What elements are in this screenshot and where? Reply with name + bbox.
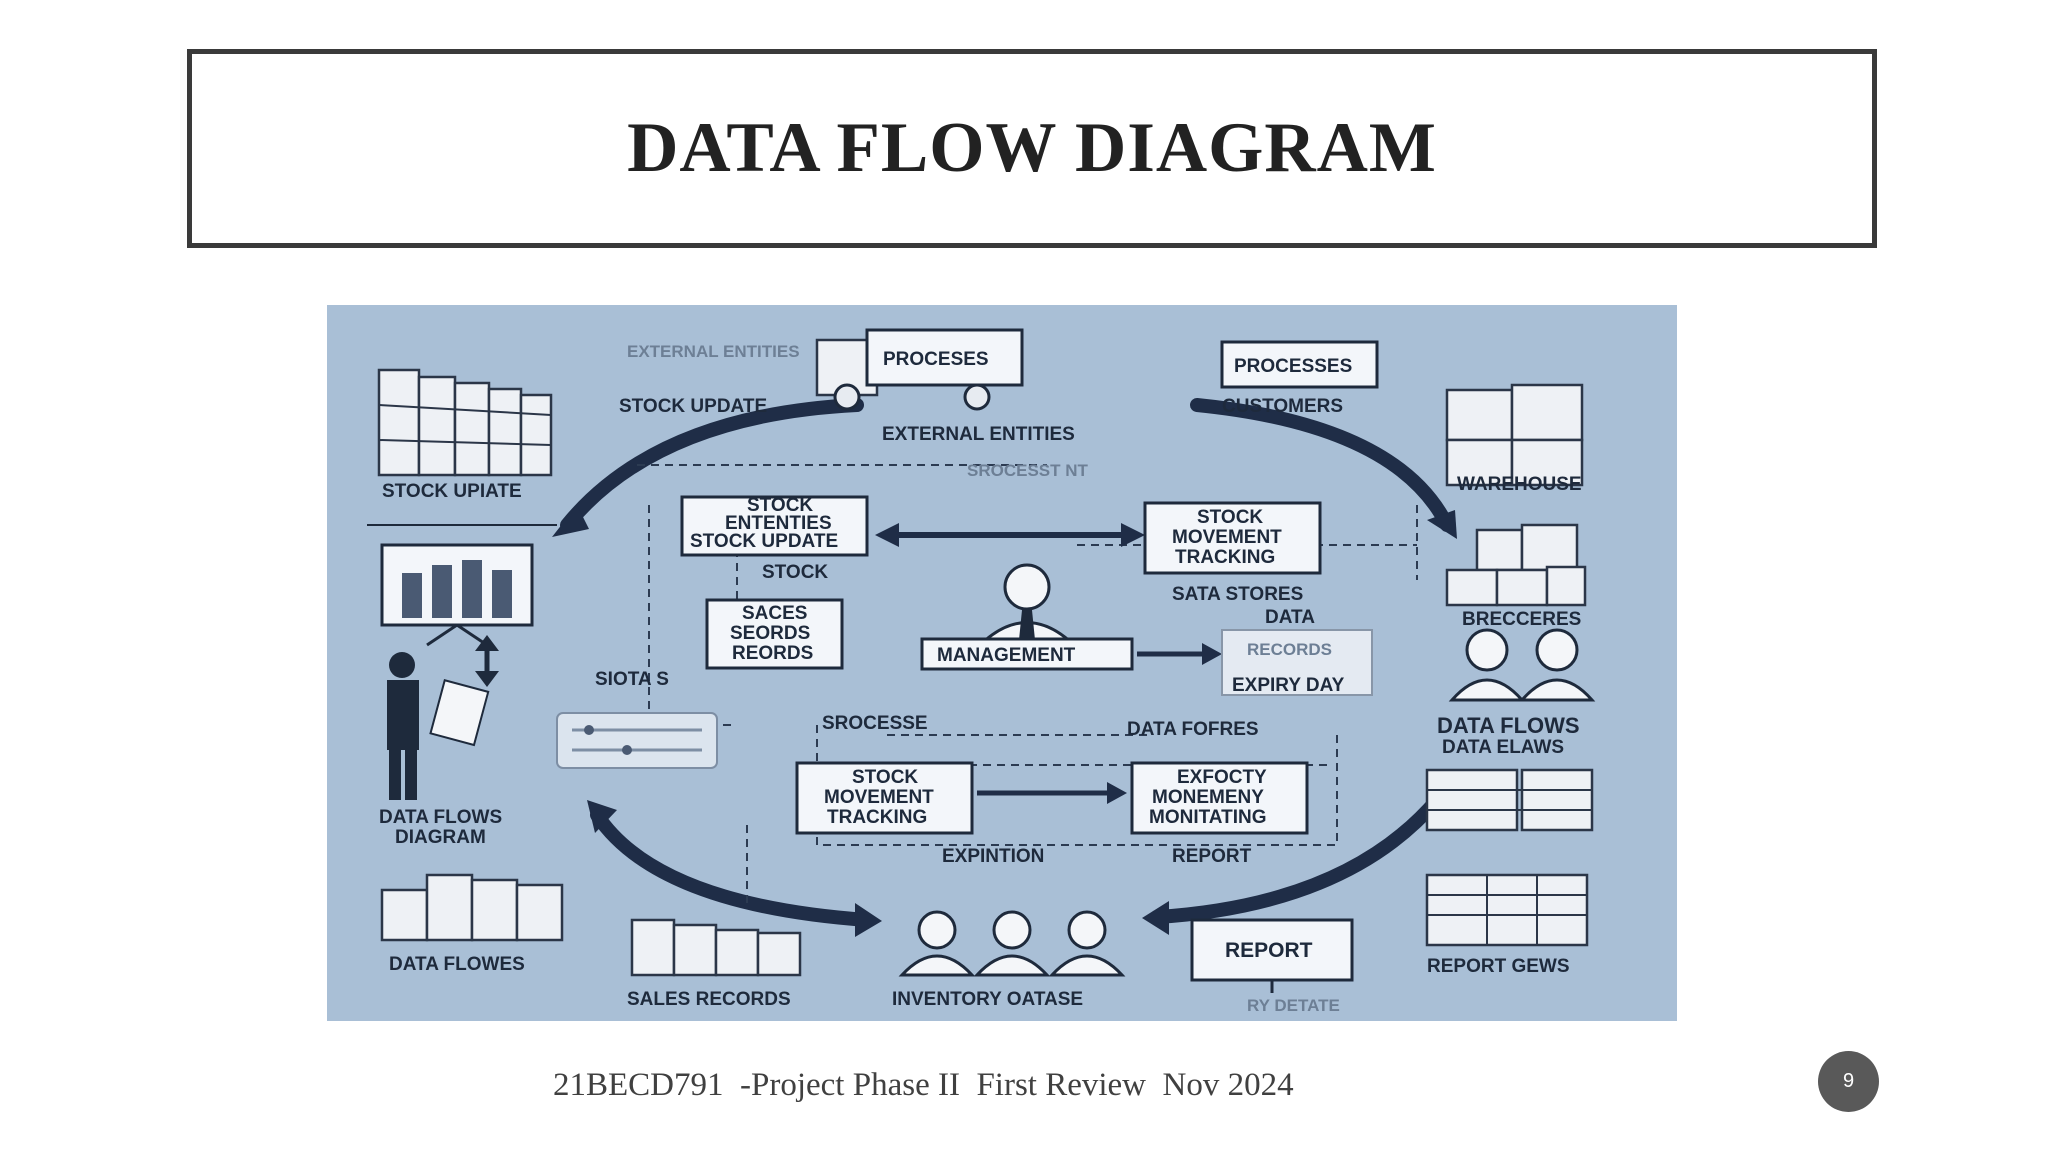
label-data-flows-right: DATA FLOWS [1437,713,1580,738]
filing-cabinet-illustration [377,368,553,477]
label-srocessent: SROCESST NT [967,461,1089,480]
expiry-monitoring-box [1130,761,1309,835]
label-box-expocty-2: MONEMENY [1152,787,1264,808]
crates-bottom-left-illustration [380,873,564,942]
label-data-flowes: DATA FLOWES [389,954,525,975]
label-box-sales-2: SEORDS [730,623,810,644]
warehouse-crates-illustration [1445,383,1584,487]
label-box-sales-3: REORDS [732,643,813,664]
label-box-movement-1: STOCK [1197,507,1263,528]
label-box-stock-mt-3: TRACKING [827,807,927,828]
label-box-stock-mt-1: STOCK [852,767,918,788]
label-data-flows-diagram-2: DIAGRAM [395,827,486,848]
label-data-fofres: DATA FOFRES [1127,719,1259,740]
label-proceses-truck: PROCESES [883,349,989,370]
label-report-box: REPORT [1225,939,1313,962]
label-warehouse: WAREHOUSE [1457,474,1582,495]
label-data-flows-diagram-1: DATA FLOWS [379,807,502,828]
label-sales-records: SALES RECORDS [627,989,791,1010]
label-data: DATA [1265,607,1315,628]
sales-records-box [705,598,844,670]
label-external-entities-faded: EXTERNAL ENTITIES [627,342,800,361]
slide-footer: 21BECD791 -Project Phase II First Review… [553,1067,1294,1103]
person-with-document-illustration [387,652,490,800]
title-box: DATA FLOW DIAGRAM [187,49,1877,248]
stock-movement-box-bottom [795,761,974,835]
label-report-small: REPORT [1172,846,1252,867]
crates-right-illustration [1445,523,1587,607]
label-box-stock-3: STOCK UPDATE [690,531,838,552]
three-people-illustration [898,910,1126,977]
shelf-panel-illustration [1425,768,1594,832]
label-management: MANAGEMENT [937,645,1076,666]
crates-bottom-illustration [630,918,802,977]
label-box-movement-2: MOVEMENT [1172,527,1282,548]
label-stock-small: STOCK [762,562,828,583]
report-grid-illustration [1425,873,1589,947]
management-box [920,637,1134,671]
data-flow-diagram-image: STOCK UPIATE EXTERNAL ENTITIES STOCK UPD… [327,305,1677,1021]
label-box-stock-2: ENTENTIES [725,513,832,534]
label-box-sales-1: SACES [742,603,807,624]
label-report-gens: REPORT GEWS [1427,956,1570,977]
label-processes-box: PROCESSES [1234,356,1352,377]
vertical-double-arrow [475,635,499,687]
label-box-expocty-3: MONITATING [1149,807,1267,828]
tracking-to-monitoring-arrow [977,782,1127,804]
label-box-stock-1: STOCK [747,495,813,516]
label-ry-detate: RY DETATE [1247,996,1340,1015]
label-box-movement-3: TRACKING [1175,547,1275,568]
label-srocesse: SROCESSE [822,713,928,734]
cycle-arrows [552,398,1457,937]
label-siota: SIOTA S [595,669,669,690]
truck-illustration [815,328,1024,411]
label-expintion: EXPINTION [942,846,1044,867]
label-box-records-2: EXPIRY DAY [1232,675,1345,696]
label-box-records-1: RECORDS [1247,640,1332,659]
label-breceeres: BRECCERES [1462,609,1581,630]
management-arrow [1137,643,1222,665]
slider-panel-illustration [556,712,718,769]
label-stock-update-top: STOCK UPDATE [619,396,767,417]
monitor-chart-illustration [367,524,557,647]
label-box-expocty-1: EXFOCTY [1177,767,1267,788]
label-box-stock-mt-2: MOVEMENT [824,787,934,808]
page-number-badge: 9 [1818,1051,1879,1112]
two-people-illustration [1448,628,1596,702]
label-customers: CUSTOMERS [1222,396,1343,417]
double-arrow [875,523,1145,547]
label-data-elaws: DATA ELAWS [1442,737,1564,758]
records-expiry-box [1221,629,1373,696]
processes-box [1220,340,1379,389]
stock-entities-box [680,495,869,557]
stock-movement-box-top [1143,501,1322,575]
label-sata-stores: SATA STORES [1172,584,1303,605]
label-inventory-database: INVENTORY OATASE [892,989,1083,1010]
slide-title: DATA FLOW DIAGRAM [627,109,1437,187]
label-external-entities: EXTERNAL ENTITIES [882,424,1075,445]
report-monitor-illustration [1190,918,1354,993]
label-stock-upiate-left: STOCK UPIATE [382,481,522,502]
